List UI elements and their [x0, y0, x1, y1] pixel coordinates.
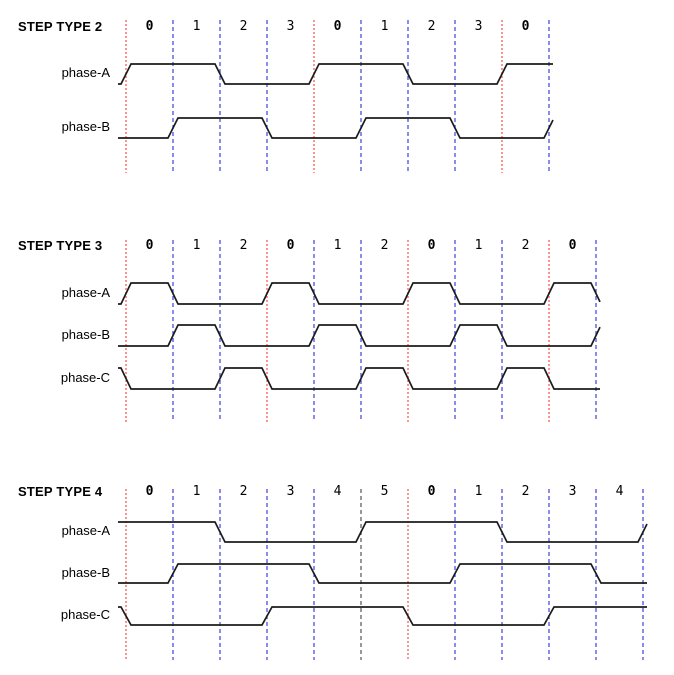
waveform-phase-C	[118, 606, 647, 626]
waveform-phase-A	[118, 521, 648, 543]
step-number-label: 4	[333, 484, 342, 499]
phase-label: phase-A	[61, 65, 110, 80]
step-number-label: 2	[239, 484, 248, 499]
phase-label: phase-B	[61, 119, 110, 134]
step-number-label: 0	[521, 19, 530, 34]
step-number-label: 0	[427, 484, 436, 499]
phase-label: phase-B	[61, 326, 110, 342]
step-number-label: 1	[192, 238, 201, 253]
diagram-title-step-type-4: STEP TYPE 4	[18, 484, 103, 499]
waveform-phase-C	[118, 367, 600, 390]
step-number-label: 3	[568, 484, 577, 499]
step-number-label: 0	[145, 19, 154, 34]
step-number-label: 1	[333, 238, 342, 253]
step-number-label: 3	[474, 19, 483, 34]
step-number-label: 4	[615, 484, 624, 499]
waveform-phase-A	[118, 63, 553, 85]
waveform-phase-B	[118, 117, 554, 139]
phase-label: phase-C	[60, 369, 110, 385]
step-number-label: 1	[474, 238, 483, 253]
step-number-label: 2	[427, 19, 436, 34]
step-number-label: 3	[286, 19, 295, 34]
step-number-label: 2	[521, 484, 530, 499]
step-number-label: 3	[286, 484, 295, 499]
phase-label: phase-A	[61, 284, 110, 300]
step-number-label: 5	[380, 484, 389, 499]
step-number-label: 2	[239, 238, 248, 253]
step-number-label: 0	[568, 238, 577, 253]
waveform-phase-A	[118, 282, 601, 305]
step-number-label: 1	[192, 484, 201, 499]
diagram-title-step-type-3: STEP TYPE 3	[18, 238, 103, 253]
step-number-label: 1	[380, 19, 389, 34]
step-number-label: 0	[427, 238, 436, 253]
step-number-label: 0	[145, 238, 154, 253]
phase-label: phase-B	[61, 564, 110, 580]
step-number-label: 0	[145, 484, 154, 499]
step-number-label: 2	[521, 238, 530, 253]
step-number-label: 1	[474, 484, 483, 499]
step-number-label: 2	[380, 238, 389, 253]
step-number-label: 2	[239, 19, 248, 34]
diagram-title-step-type-2: STEP TYPE 2	[18, 19, 103, 34]
waveform-phase-B	[118, 563, 647, 584]
step-number-label: 0	[333, 19, 342, 34]
step-number-label: 0	[286, 238, 295, 253]
step-number-label: 1	[192, 19, 201, 34]
phase-label: phase-A	[61, 523, 110, 538]
phase-label: phase-C	[60, 607, 110, 622]
waveform-phase-B	[118, 324, 601, 347]
